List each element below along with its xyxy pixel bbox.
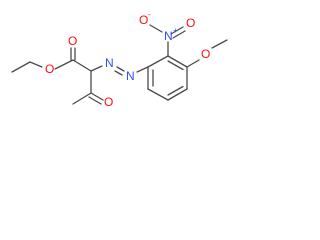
bond-ch2-o: [29, 61, 43, 68]
azo-nitrogen-2: N: [126, 69, 135, 83]
bond-methoxy-ch3: [211, 39, 228, 49]
bond-nitro-o-double-b: [172, 30, 186, 39]
nitro-nitrogen: N: [164, 29, 173, 43]
bond-nitro-o-double-a: [170, 26, 184, 35]
ring-bond-2: [167, 55, 188, 68]
azo-nitrogen-1: N: [105, 56, 114, 70]
nitro-nitrogen-charge: +: [173, 26, 178, 35]
bond-o-carbonyl: [54, 59, 74, 70]
ester-carbonyl-oxygen: O: [68, 34, 77, 48]
nitro-oxygen-minus: O: [139, 13, 148, 27]
bond-ketone-o-double-a: [90, 92, 104, 101]
bond-n-ring: [136, 66, 149, 73]
bond-alpha-n: [90, 65, 103, 72]
ring-inner-double-1: [167, 60, 184, 71]
bond-ch3-ch2: [11, 61, 31, 73]
bond-carbonyl-alpha: [72, 59, 92, 72]
ketone-oxygen: O: [104, 95, 113, 109]
bond-ketone-methyl: [72, 92, 92, 105]
ring-bond-4: [167, 88, 188, 101]
bond-azo-b: [114, 70, 123, 76]
ring-inner-double-2: [167, 85, 184, 96]
nitro-oxygen-double: O: [186, 16, 195, 30]
bond-ring-methoxy: [186, 59, 200, 68]
ring-bond-5: [147, 88, 169, 101]
ring-bond-1: [147, 55, 169, 68]
bond-nitro-o-minus: [149, 24, 163, 33]
atom-labels: O O N N O N + O - O O: [45, 10, 210, 109]
chemical-structure: O O N N O N + O - O O: [11, 10, 228, 109]
nitro-oxygen-charge: -: [148, 10, 151, 19]
bond-azo-a: [116, 66, 125, 72]
bond-lines: [11, 24, 228, 105]
methoxy-oxygen: O: [201, 47, 210, 61]
ester-single-oxygen: O: [45, 62, 54, 76]
bond-ketone-o-double-b: [88, 96, 102, 105]
